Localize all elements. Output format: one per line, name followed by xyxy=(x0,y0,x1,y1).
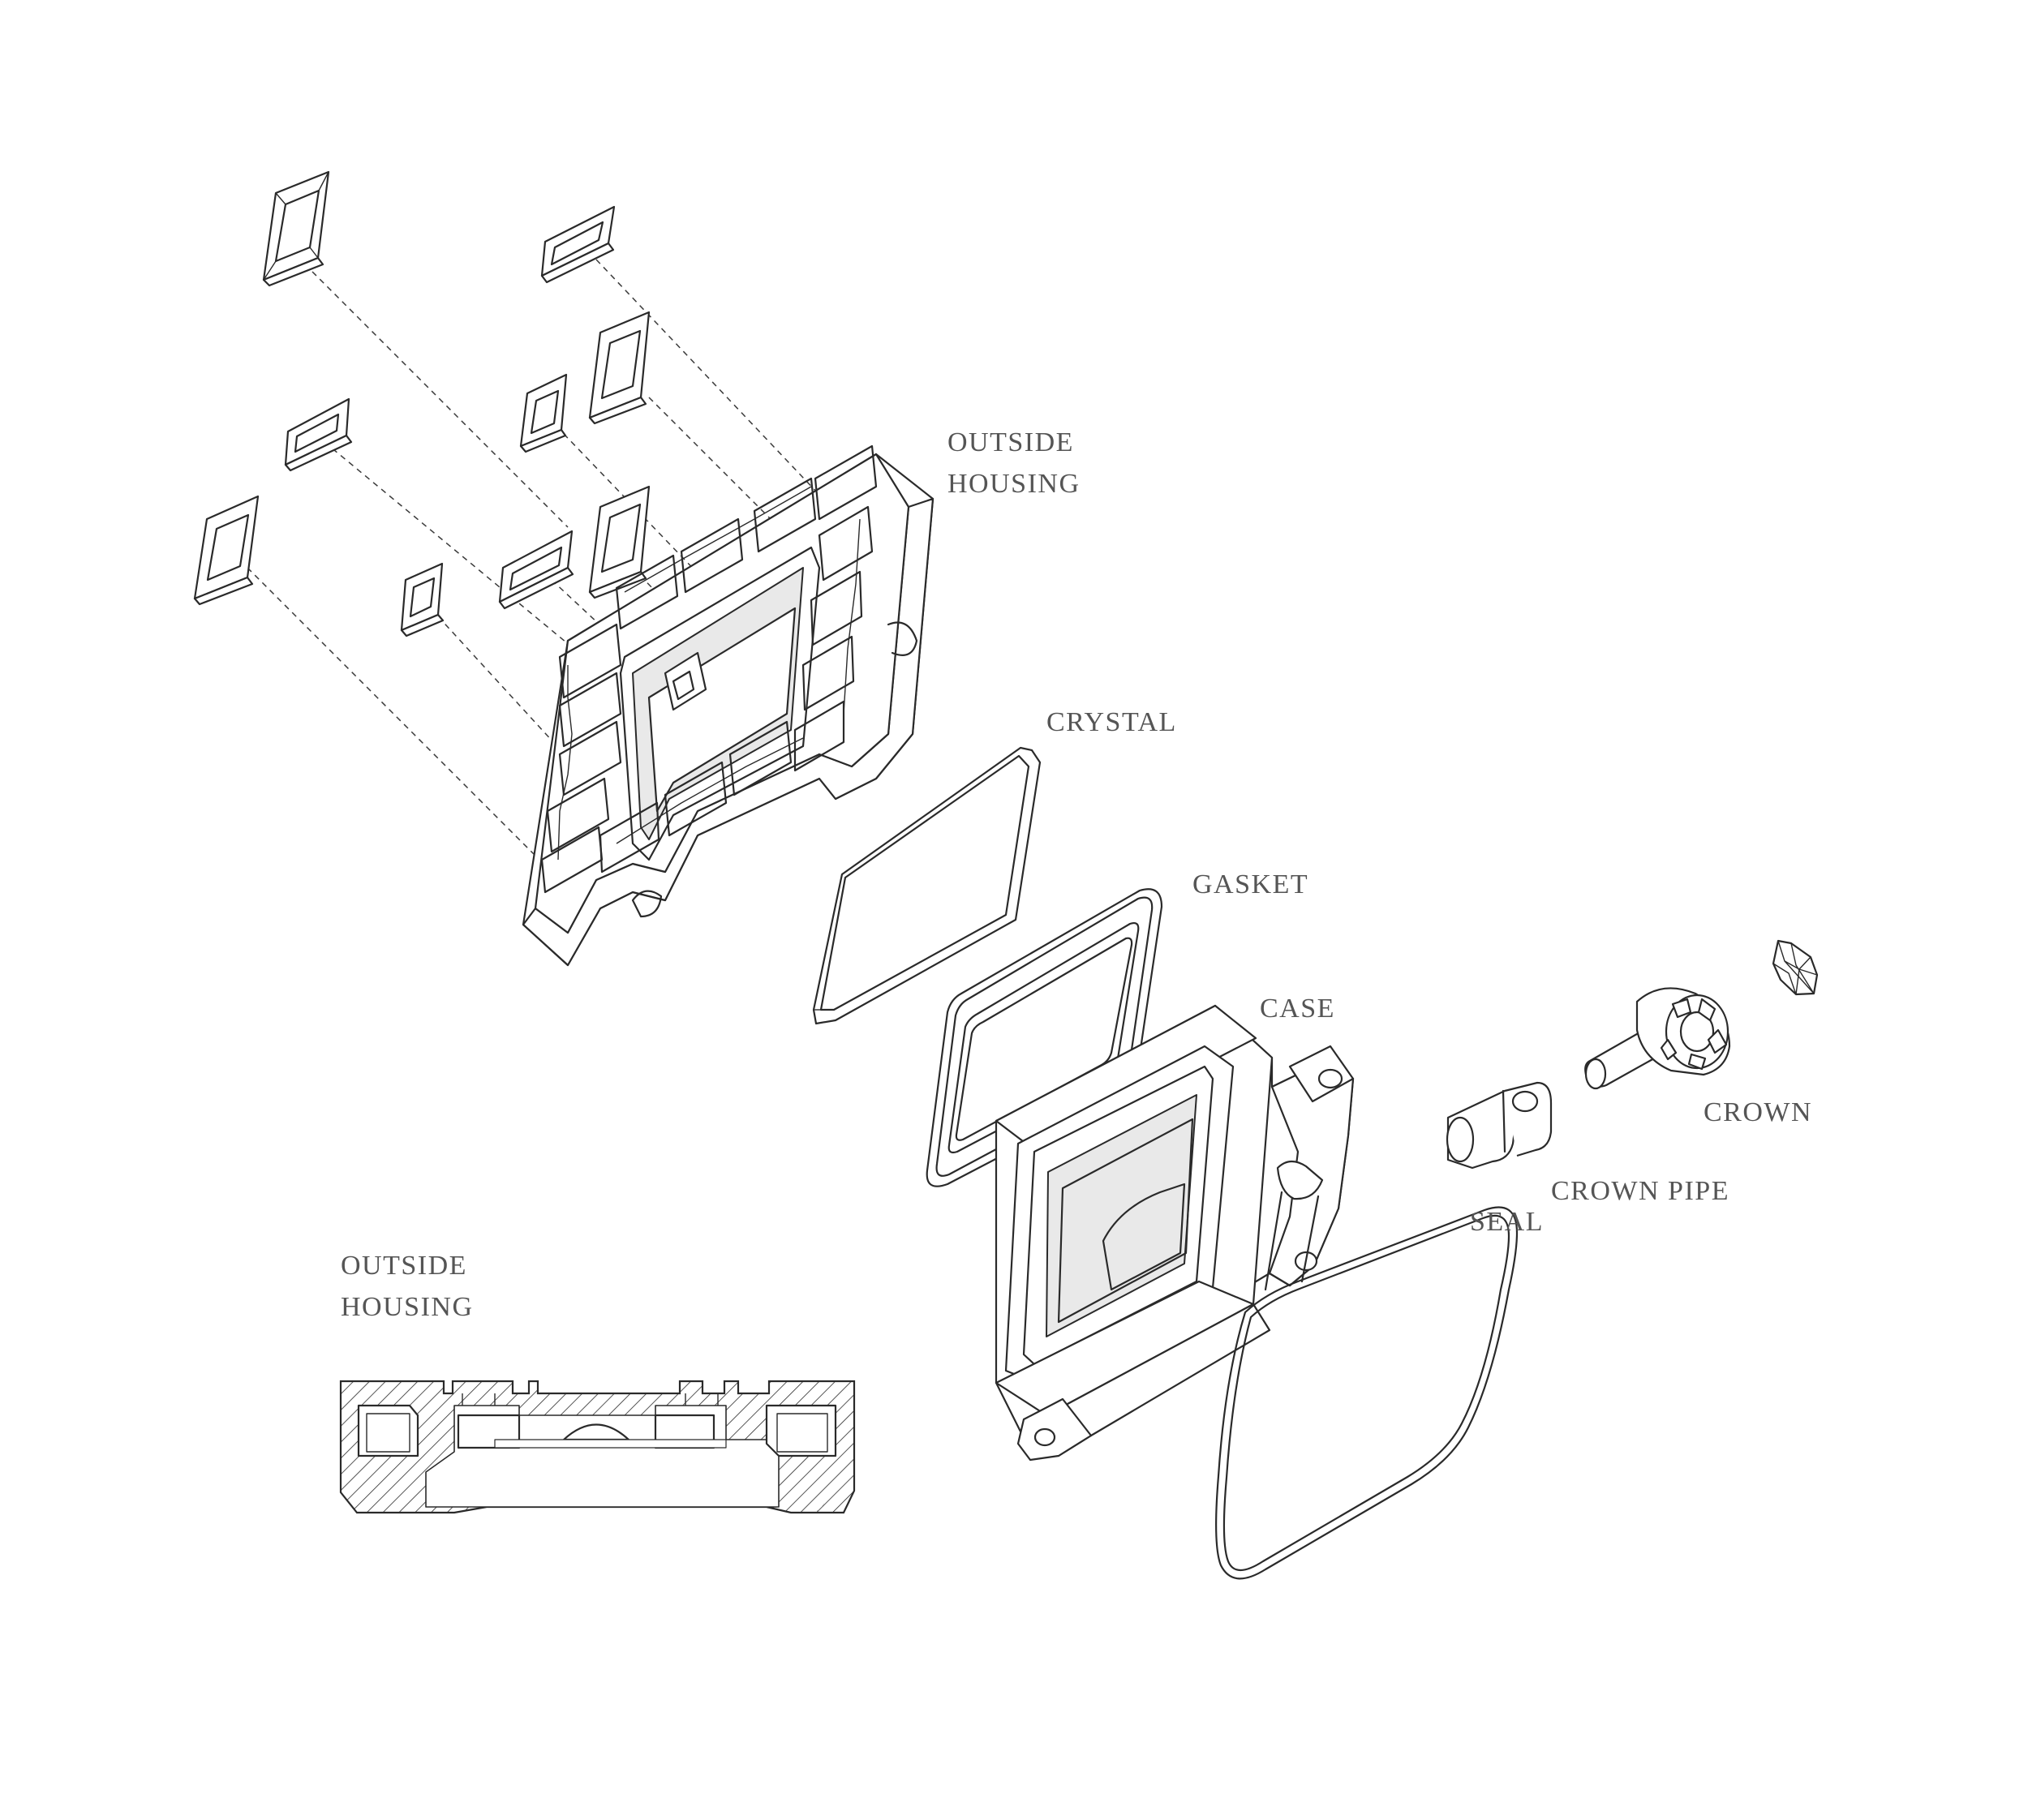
label-outside-housing-top-line1: OUTSIDE xyxy=(947,427,1074,457)
stone-4 xyxy=(519,373,568,453)
stone-2 xyxy=(540,205,616,284)
label-outside-housing-section-line1: OUTSIDE xyxy=(341,1251,467,1281)
stone-5 xyxy=(284,397,353,472)
label-crystal: CRYSTAL xyxy=(1046,707,1177,737)
label-outside-housing-section: OUTSIDE HOUSING xyxy=(341,1245,474,1328)
gem-icon xyxy=(1772,939,1819,996)
stone-6 xyxy=(193,495,260,606)
label-outside-housing-top: OUTSIDE HOUSING xyxy=(947,422,1081,504)
case xyxy=(995,1004,1355,1462)
crystal xyxy=(812,746,1042,1025)
label-outside-housing-top-line2: HOUSING xyxy=(947,469,1081,499)
housing-cross-section xyxy=(339,1380,856,1514)
label-crown: CROWN xyxy=(1704,1097,1813,1127)
outside-housing-frame xyxy=(522,444,935,967)
crown xyxy=(1584,987,1731,1090)
frame-cells xyxy=(540,444,878,894)
stone-1 xyxy=(262,170,330,287)
crown-pipe xyxy=(1446,1081,1553,1170)
label-outside-housing-section-line2: HOUSING xyxy=(341,1292,474,1322)
label-gasket: GASKET xyxy=(1192,869,1309,899)
stone-8 xyxy=(588,485,651,599)
label-seal: SEAL xyxy=(1470,1207,1544,1237)
stone-7 xyxy=(498,530,574,610)
stone-3 xyxy=(588,311,651,425)
label-crown-pipe: CROWN PIPE xyxy=(1551,1176,1729,1206)
label-case: CASE xyxy=(1260,994,1335,1024)
stone-9 xyxy=(400,562,445,637)
seal xyxy=(1215,1206,1519,1580)
